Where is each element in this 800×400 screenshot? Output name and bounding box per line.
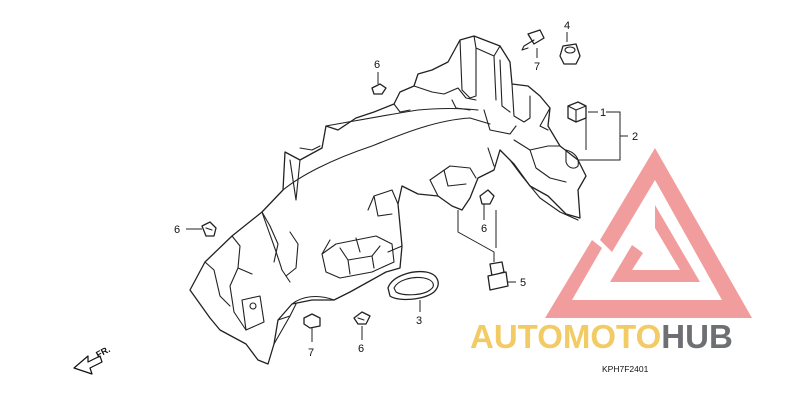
callout-6-center: 6 [481,223,487,235]
grommet-part-4 [559,43,581,65]
callout-6-left: 6 [174,224,180,236]
clip-part-6-center [479,189,495,205]
watermark-triangle-inner [610,205,700,282]
callout-7-bottom: 7 [308,347,314,359]
callout-3: 3 [416,315,422,327]
clip-part-1 [567,101,587,123]
front-label: FR. [94,344,111,360]
callout-1: 1 [600,107,606,119]
rear-fender [189,35,587,365]
callout-5: 5 [520,277,526,289]
watermark-text-hub: HUB [661,318,733,355]
bolt-part-7-bottom [303,313,321,329]
diagram-code: KPH7F2401 [602,364,649,374]
callout-7-top: 7 [534,61,540,73]
bolt-part-5 [487,261,509,291]
leader-lines [186,32,628,342]
arrow-left-icon [73,355,103,375]
watermark-triangle-outer [545,148,752,318]
watermark-logo: AUTOMOTOHUB [470,148,752,355]
callout-6-bottom: 6 [358,343,364,355]
front-direction-arrow: FR. [73,344,112,375]
clip-part-6-left [201,221,217,237]
callout-6-top: 6 [374,59,380,71]
callout-4: 4 [564,20,570,32]
seal-ring-part-3 [387,270,439,301]
clip-part-6-bottom [353,311,371,325]
watermark-text-automoto: AUTOMOTO [470,318,661,355]
callout-2: 2 [632,131,638,143]
svg-text:AUTOMOTOHUB: AUTOMOTOHUB [470,318,733,355]
bolt-part-7-top [521,29,545,51]
clip-part-6-top [371,83,387,95]
